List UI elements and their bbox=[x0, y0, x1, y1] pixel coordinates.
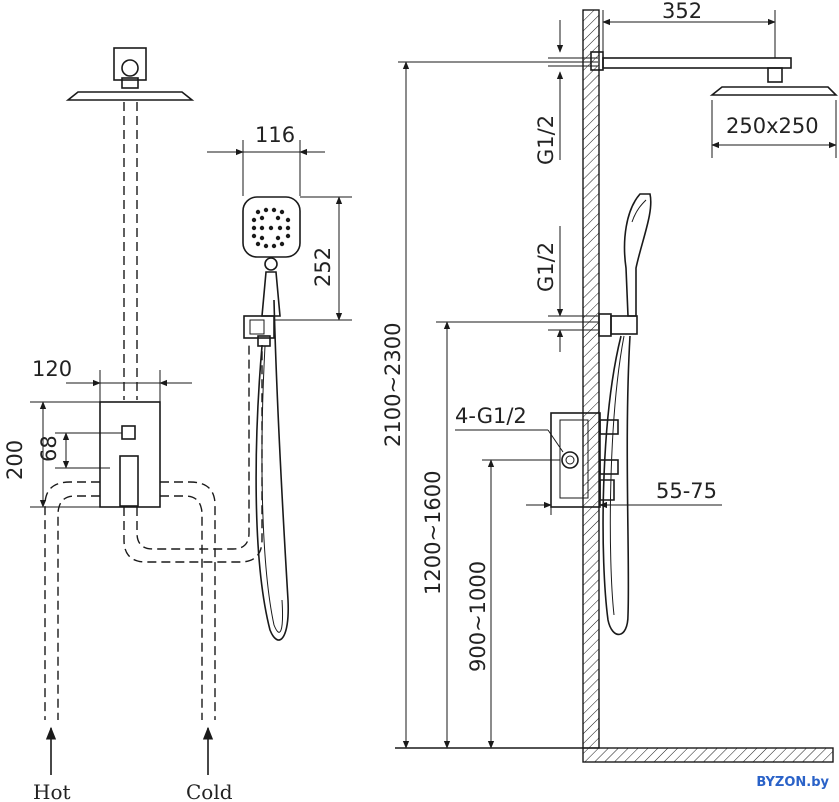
dim-head-size: 250x250 bbox=[726, 114, 819, 138]
wall-elbow-side bbox=[598, 313, 612, 337]
hand-shower-nozzles bbox=[251, 207, 291, 249]
cold-supply-pipe bbox=[160, 481, 216, 720]
brand-watermark: BYZON.by bbox=[756, 775, 829, 790]
floor bbox=[582, 747, 834, 763]
front-view: 116 252 120 200 68 Hot Cold bbox=[3, 47, 352, 802]
thread-top-label: G1/2 bbox=[534, 115, 558, 165]
thread-box-label: 4-G1/2 bbox=[455, 404, 527, 428]
shower-arm bbox=[602, 57, 792, 69]
thread-mid-label: G1/2 bbox=[534, 242, 558, 292]
side-mixer-handle bbox=[599, 479, 615, 501]
outlet-pipe bbox=[123, 345, 263, 563]
wall-elbow-front bbox=[243, 315, 275, 339]
side-rain-head bbox=[709, 86, 838, 96]
side-hand-shower bbox=[623, 193, 652, 317]
wall bbox=[582, 9, 600, 749]
dim-hand-width: 116 bbox=[255, 123, 295, 147]
dim-total-height: 2100~2300 bbox=[381, 323, 405, 447]
dim-body-width: 120 bbox=[32, 357, 72, 381]
hand-shower-handle bbox=[261, 271, 281, 317]
front-head-outlet bbox=[113, 47, 147, 81]
mixer-body bbox=[99, 401, 161, 508]
dim-outlet-height: 1200~1600 bbox=[421, 471, 445, 595]
front-head-outlet-knob bbox=[121, 59, 139, 77]
side-view: 352 250x250 G1/2 2100~2300 G1/2 12 bbox=[381, 0, 838, 763]
hot-label: Hot bbox=[33, 780, 71, 802]
cold-label: Cold bbox=[186, 780, 233, 802]
front-rain-head bbox=[65, 91, 195, 101]
dim-arm-length: 352 bbox=[662, 0, 702, 23]
box-inlet bbox=[561, 451, 579, 469]
mixer-button bbox=[121, 425, 136, 440]
hand-shower-hose bbox=[255, 299, 289, 641]
mixer-handle bbox=[119, 455, 139, 507]
dim-wall-depth: 55-75 bbox=[656, 479, 717, 503]
side-hose bbox=[602, 335, 631, 636]
hot-supply-pipe bbox=[44, 481, 100, 720]
dim-body-height: 200 bbox=[3, 440, 27, 480]
dim-mixer-height: 900~1000 bbox=[466, 561, 490, 672]
dim-hand-height: 252 bbox=[311, 247, 335, 287]
hand-shower-head bbox=[242, 196, 301, 258]
dim-body-offset: 68 bbox=[37, 435, 61, 462]
